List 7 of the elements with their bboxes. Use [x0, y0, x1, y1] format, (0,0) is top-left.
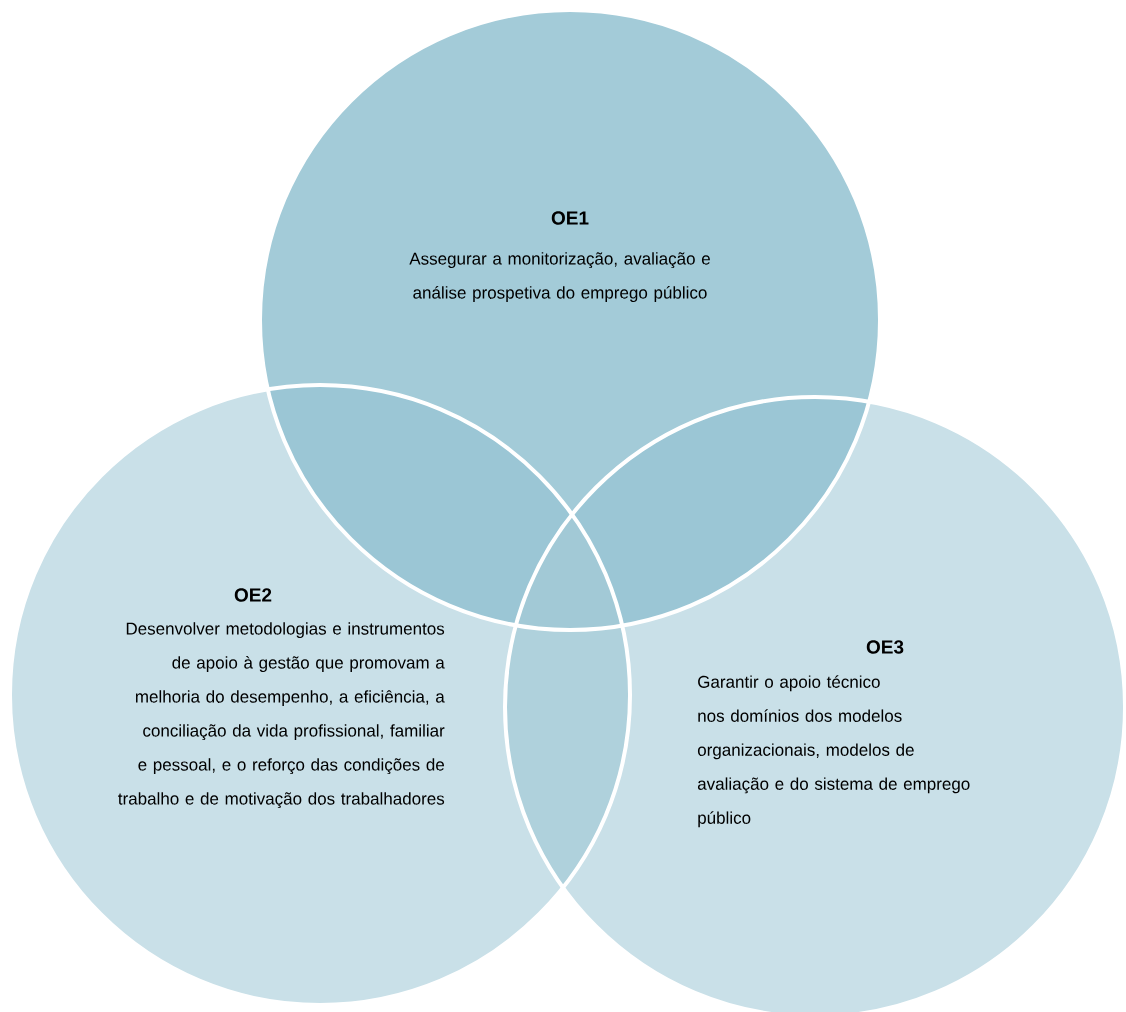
description: Desenvolver metodologias e instrumentos de apoio à gestão que promovam a melhoria do desempenho, a eficiência, a conciliação da vida profissional, familiar e pessoal, e o reforço das condições de trabalho e de motivação dos trabalhadores [118, 622, 445, 809]
circle [8, 383, 632, 1007]
description: Assegurar a monitorização, avaliação e análise prospetiva do emprego público [409, 252, 710, 303]
heading: OE2 [234, 588, 272, 602]
description: Garantir o apoio técnico nos domínios dos modelos organizacionais, modelos de avaliação e do sistema de emprego público [697, 675, 970, 828]
heading: OE1 [551, 211, 589, 225]
heading: OE3 [866, 640, 904, 654]
